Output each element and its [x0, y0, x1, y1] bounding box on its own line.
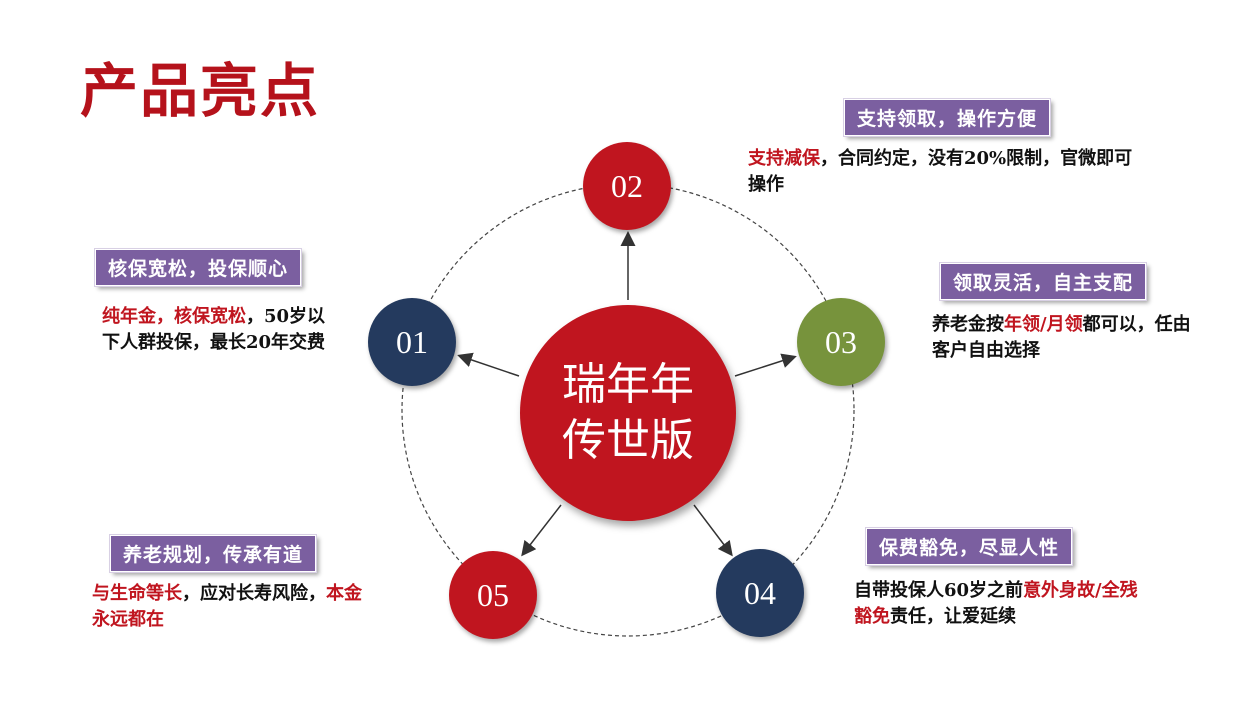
tag-feature-02: 支持领取，操作方便	[842, 98, 1052, 137]
page-title: 产品亮点	[80, 57, 321, 125]
tag-feature-05: 养老规划，传承有道	[108, 534, 318, 573]
desc-04-text-before: 自带投保人60岁之前	[854, 580, 1024, 601]
tag-feature-03: 领取灵活，自主支配	[938, 262, 1148, 301]
node-04: 04	[716, 549, 804, 637]
center-line-1: 瑞年年	[562, 359, 694, 410]
desc-feature-01: 纯年金，核保宽松，50岁以下人群投保，最长20年交费	[102, 304, 327, 356]
desc-02-highlight: 支持减保	[748, 148, 820, 169]
desc-feature-03: 养老金按年领/月领都可以，任由客户自由选择	[932, 312, 1202, 364]
desc-03-highlight: 年领/月领	[1004, 314, 1083, 335]
desc-01-highlight: 纯年金，核保宽松	[102, 306, 246, 327]
node-05: 05	[449, 551, 537, 639]
node-03: 03	[797, 298, 885, 386]
arrow-to-01	[457, 352, 520, 377]
desc-feature-02: 支持减保，合同约定，没有20%限制，官微即可操作	[748, 146, 1138, 198]
center-product-circle: 瑞年年 传世版	[520, 305, 736, 521]
node-01: 01	[368, 298, 456, 386]
tag-feature-04: 保费豁免，尽显人性	[864, 527, 1074, 566]
tag-feature-01: 核保宽松，投保顺心	[93, 248, 303, 287]
desc-01-text: ，50岁以下人群投保，最长20年交费	[102, 306, 326, 353]
desc-04-highlight: 意外身故/全残豁免	[854, 580, 1138, 627]
node-02: 02	[583, 142, 671, 230]
arrow-to-04	[693, 504, 733, 557]
desc-04-text-after: 责任，让爱延续	[890, 606, 1016, 627]
desc-05-text: ，应对长寿风险，	[182, 583, 326, 604]
desc-03-text-after: 都可以，任由客户自由选择	[932, 314, 1191, 361]
arrow-to-03	[734, 353, 797, 377]
center-line-2: 传世版	[562, 415, 694, 466]
desc-05-highlight-1: 与生命等长	[92, 583, 182, 604]
desc-02-text: ，合同约定，没有20%限制，官微即可操作	[748, 148, 1133, 195]
desc-03-text-before: 养老金按	[932, 314, 1004, 335]
desc-feature-04: 自带投保人60岁之前意外身故/全残豁免责任，让爱延续	[854, 578, 1144, 630]
arrow-to-05	[521, 504, 562, 557]
desc-feature-05: 与生命等长，应对长寿风险，本金永远都在	[92, 581, 377, 633]
desc-05-highlight-2: 本金永远都在	[92, 583, 362, 630]
